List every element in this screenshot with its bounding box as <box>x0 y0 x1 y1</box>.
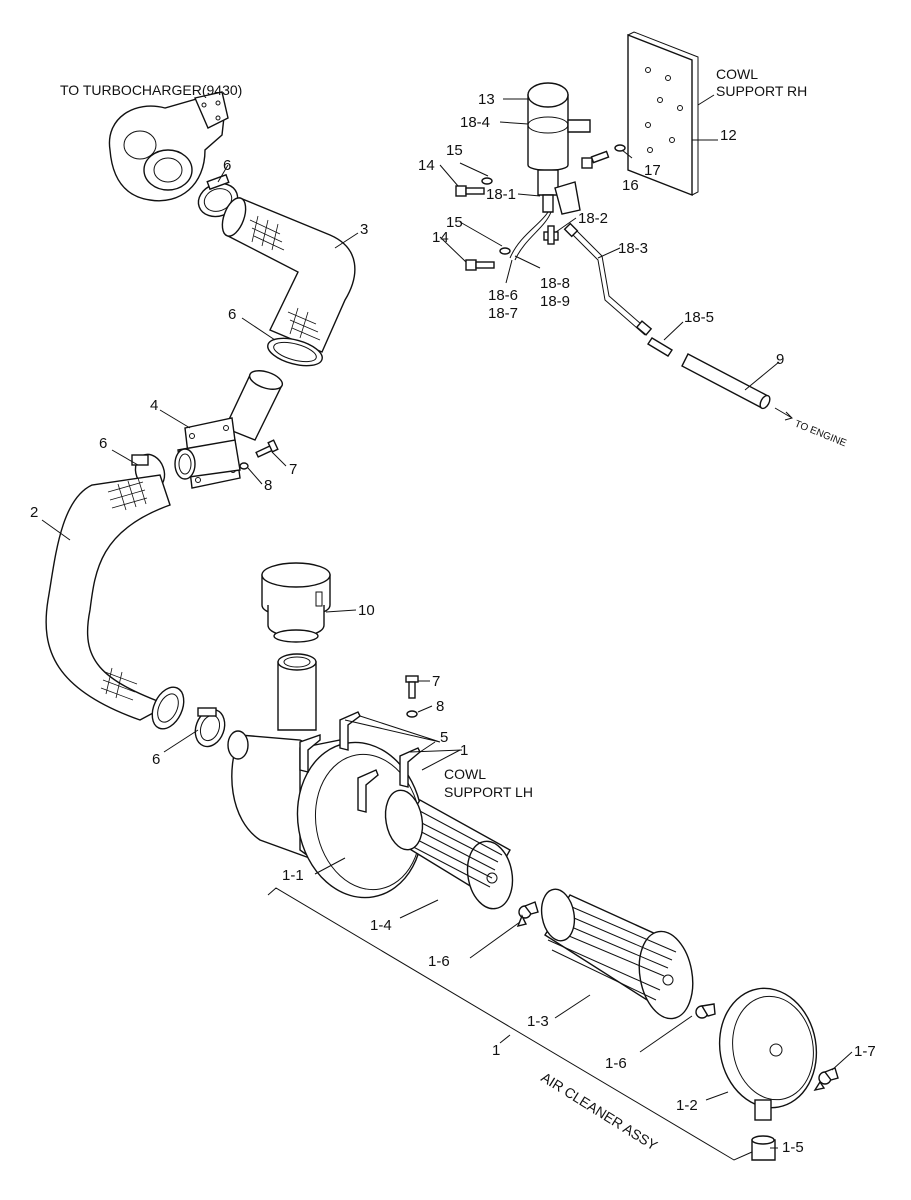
label-8b: 8 <box>436 698 444 715</box>
restriction-indicator-13 <box>527 82 591 213</box>
label-18-8: 18-8 <box>540 275 570 292</box>
cover-1-2 <box>718 987 818 1121</box>
label-6a: 6 <box>223 157 231 174</box>
hose-3 <box>221 197 356 353</box>
hose-clamp-second <box>267 337 323 367</box>
label-16: 16 <box>622 177 639 194</box>
cowl-support-lh-note-line1: COWL <box>444 766 486 782</box>
bolt-7-lower <box>405 675 419 699</box>
label-18-9: 18-9 <box>540 293 570 310</box>
label-1-2: 1-2 <box>676 1097 698 1114</box>
hose-clamp-bottom <box>194 707 226 748</box>
inner-element-1-4 <box>384 789 514 910</box>
washer-15-upper <box>481 177 493 185</box>
label-18-2: 18-2 <box>578 210 608 227</box>
label-1b: 1 <box>492 1042 500 1059</box>
to-engine-note: TO ENGINE <box>793 419 848 450</box>
label-15b: 15 <box>446 214 463 231</box>
label-1-5: 1-5 <box>782 1139 804 1156</box>
label-18-3: 18-3 <box>618 240 648 257</box>
label-7b: 7 <box>432 673 440 690</box>
label-12: 12 <box>720 127 737 144</box>
washer-17 <box>614 144 626 152</box>
label-17: 17 <box>644 162 661 179</box>
wing-nut-1-6-a <box>516 901 539 928</box>
label-18-4: 18-4 <box>460 114 490 131</box>
label-1a: 1 <box>460 742 468 759</box>
bolt-7-upper <box>255 439 279 458</box>
label-9: 9 <box>776 351 784 368</box>
label-1-3: 1-3 <box>527 1013 549 1030</box>
label-2: 2 <box>30 504 38 521</box>
hose-2 <box>45 474 185 730</box>
leader-lines <box>41 94 853 1161</box>
washer-8-lower <box>406 710 418 718</box>
outer-element-1-3 <box>540 888 694 1020</box>
label-10: 10 <box>358 602 375 619</box>
turbocharger <box>108 91 229 202</box>
label-18-6: 18-6 <box>488 287 518 304</box>
label-3: 3 <box>360 221 368 238</box>
wing-nut-1-7 <box>813 1067 839 1092</box>
turbocharger-note: TO TURBOCHARGER(9430) <box>60 82 242 98</box>
bolt-14-lower <box>465 259 495 271</box>
label-15a: 15 <box>446 142 463 159</box>
label-6b: 6 <box>228 306 236 323</box>
air-cleaner-assy-note: AIR CLEANER ASSY <box>538 1069 661 1154</box>
label-1-6a: 1-6 <box>428 953 450 970</box>
bolt-16 <box>581 150 610 169</box>
label-4: 4 <box>150 397 158 414</box>
label-14a: 14 <box>418 157 435 174</box>
hose-9 <box>681 353 771 410</box>
label-1-7: 1-7 <box>854 1043 876 1060</box>
label-18-1: 18-1 <box>486 186 516 203</box>
tee-fitting-18-2 <box>543 225 559 245</box>
cowl-support-rh-note-line2: SUPPORT RH <box>716 83 807 99</box>
to-engine-arrow <box>774 407 793 421</box>
washer-8-upper <box>239 462 249 470</box>
label-13: 13 <box>478 91 495 108</box>
part-labels: 13 18-4 15 14 18-1 15 14 18-2 18-3 18-8 … <box>30 91 876 1156</box>
cowl-support-plate-12 <box>627 31 699 197</box>
label-7a: 7 <box>289 461 297 478</box>
air-cleaner-body <box>227 711 463 899</box>
label-6c: 6 <box>99 435 107 452</box>
label-14b: 14 <box>432 229 449 246</box>
tube-18-3 <box>563 222 653 336</box>
intake-pipe <box>277 653 317 731</box>
label-18-5: 18-5 <box>684 309 714 326</box>
wing-nut-1-6-b <box>695 1003 716 1019</box>
cowl-support-lh-note-line2: SUPPORT LH <box>444 784 533 800</box>
label-1-4: 1-4 <box>370 917 392 934</box>
fitting-18-5 <box>647 337 673 357</box>
label-6d: 6 <box>152 751 160 768</box>
bolt-14-upper <box>455 185 485 197</box>
precleaner-cap-10 <box>261 562 331 643</box>
label-8a: 8 <box>264 477 272 494</box>
washer-15-lower <box>499 247 511 255</box>
label-5: 5 <box>440 729 448 746</box>
label-18-7: 18-7 <box>488 305 518 322</box>
label-1-6b: 1-6 <box>605 1055 627 1072</box>
indicator-bracket <box>509 181 581 261</box>
dust-valve-1-5 <box>751 1135 776 1161</box>
cowl-support-rh-note-line1: COWL <box>716 66 758 82</box>
label-1-1: 1-1 <box>282 867 304 884</box>
elbow-4 <box>174 370 284 489</box>
